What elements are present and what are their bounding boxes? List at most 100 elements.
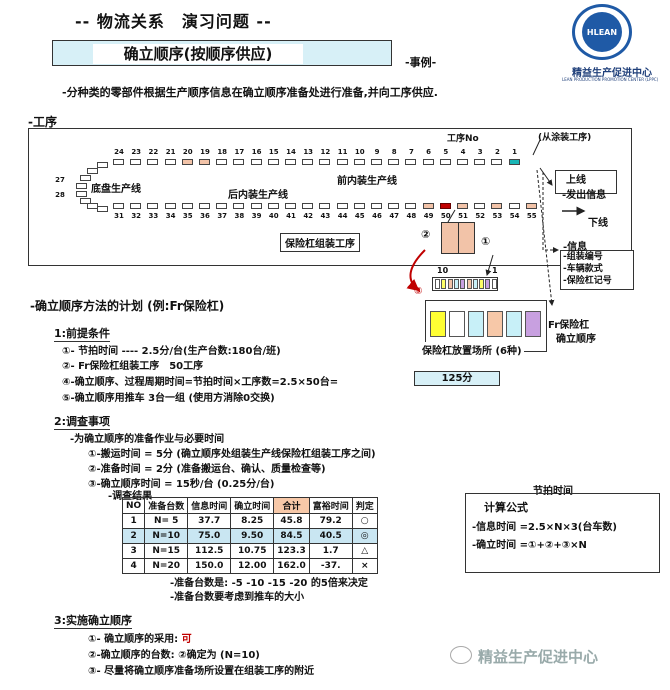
logo-seal: HLEAN (572, 4, 632, 60)
station-slot-top (164, 159, 176, 165)
result-table: NO 准备台数 信息时间 确立时间 合计 富裕时间 判定 1 N= 5 37.7… (121, 497, 378, 574)
th-confirm-time: 确立时间 (230, 497, 275, 514)
cell: N=20 (144, 558, 189, 574)
station-slot-curve (80, 175, 91, 181)
storage-label: 保险杠放置场所 (6种) (420, 342, 524, 357)
station-number-top: 23 (131, 148, 142, 156)
table-row: 2 N=10 75.0 9.50 84.5 40.5 ◎ (121, 528, 378, 544)
offline-label: 下线 (588, 218, 608, 229)
rack-10-label: 10 (437, 266, 449, 275)
storage-bin (449, 311, 465, 337)
cell: ◎ (351, 528, 378, 544)
station-slot-top (216, 159, 228, 165)
station-slot-bottom (302, 203, 314, 209)
storage-area (425, 300, 547, 352)
station-slot-top (371, 159, 382, 165)
cell: 112.5 (187, 543, 232, 559)
station-number-top: 10 (354, 148, 365, 156)
station-number-top: 24 (114, 148, 124, 156)
station-slot-bottom (285, 203, 296, 209)
station-slot-top (319, 159, 331, 165)
station-slot-bottom (371, 203, 382, 209)
station-number-bottom: 46 (372, 212, 382, 220)
station-slot-curve (76, 183, 87, 189)
formula-title: 计算公式 (484, 501, 528, 514)
cell: 10.75 (230, 543, 275, 559)
cell: N=10 (144, 528, 189, 544)
station-number-top: 19 (200, 148, 210, 156)
station-slot-bottom (319, 203, 331, 209)
station-number-bottom: 53 (492, 212, 503, 220)
station-number-bottom: 52 (475, 212, 486, 220)
bumper-process-label: 保险杠组装工序 (280, 233, 360, 252)
note-0: -准备台数是: -5 -10 -15 -20 的5倍来决定 (170, 578, 368, 589)
station-number-top: 18 (217, 148, 228, 156)
survey-item-2: ③-确立顺序时间 = 15秒/台 (0.25分/台) (88, 479, 275, 490)
info-item-2: -保险杠记号 (563, 276, 612, 286)
cell: 150.0 (187, 558, 232, 574)
logo-sub: LEAN PRODUCTION PROMOTION CENTER (LPPC) (562, 77, 659, 82)
station-slot-top (285, 159, 296, 165)
station-number-bottom: 36 (200, 212, 210, 220)
cell: 9.50 (230, 528, 275, 544)
table-row: 4 N=20 150.0 12.00 162.0 -37. × (121, 558, 378, 574)
station-slot-curve (97, 162, 108, 168)
station-number-top: 22 (148, 148, 159, 156)
station-slot-top (113, 159, 124, 165)
station-slot-bottom (388, 203, 400, 209)
station-slot-top (439, 159, 451, 165)
station-number-bottom: 44 (337, 212, 348, 220)
cell: 40.5 (308, 528, 353, 544)
station-number-top: 9 (374, 148, 380, 156)
station-slot-bottom (130, 203, 142, 209)
takt-label: 节拍时间 (533, 486, 573, 497)
th-judge: 判定 (351, 497, 378, 514)
station-number-top: 13 (303, 148, 314, 156)
fr-bumper-sequence-label: 确立顺序 (556, 334, 596, 345)
station-slot-top (422, 159, 434, 165)
formula-line-1: -确立时间 =①+②+③×N (472, 540, 587, 551)
station-number-top: 4 (460, 148, 466, 156)
station-number-top: 6 (426, 148, 432, 156)
station-number-top: 15 (268, 148, 279, 156)
formula-line-0: -信息时间 =2.5×N×3(台车数) (472, 522, 617, 533)
station-slot-bottom (164, 203, 176, 209)
cell: 75.0 (187, 528, 232, 544)
station-slot-top (147, 159, 159, 165)
cycle-value: 125分 (414, 371, 500, 386)
rack-cell (441, 279, 447, 289)
station-slot-top (233, 159, 245, 165)
cell: 123.3 (273, 543, 310, 559)
station-number-bottom: 48 (406, 212, 417, 220)
example-label: -事例- (405, 56, 437, 69)
station-number-top: 7 (408, 148, 414, 156)
chassis-line-label: 底盘生产线 (91, 184, 141, 195)
info-item-1: -车辆款式 (563, 264, 603, 274)
station-slot-bottom (250, 203, 262, 209)
station-slot-bottom (474, 203, 486, 209)
station-number-bottom: 40 (268, 212, 279, 220)
bumper-assembly-box (441, 222, 475, 254)
station-slot-top (130, 159, 142, 165)
subtitle-banner: 确立顺序(按顺序供应) (52, 40, 392, 66)
th-info-time: 信息时间 (187, 497, 232, 514)
impl-0: ①- 确立顺序的采用: 可 (88, 630, 192, 645)
station-slot-top (508, 159, 520, 165)
front-line-label: 前内装生产线 (337, 176, 397, 187)
station-slot-curve (87, 168, 98, 174)
station-slot-top (491, 159, 503, 165)
cell: -37. (308, 558, 353, 574)
station-slot-bottom (181, 203, 193, 209)
rack-cell (466, 279, 472, 289)
cell: 79.2 (308, 513, 353, 529)
cell: 84.5 (273, 528, 310, 544)
station-slot-bottom (216, 203, 228, 209)
subtitle: 确立顺序(按顺序供应) (93, 44, 303, 64)
station-slot-bottom (199, 203, 210, 209)
logo-mark: HLEAN (582, 12, 622, 52)
station-number-top: 16 (251, 148, 262, 156)
station-number-left: 28 (55, 191, 65, 199)
station-number-bottom: 43 (320, 212, 331, 220)
table-header-row: NO 准备台数 信息时间 确立时间 合计 富裕时间 判定 (121, 497, 378, 514)
